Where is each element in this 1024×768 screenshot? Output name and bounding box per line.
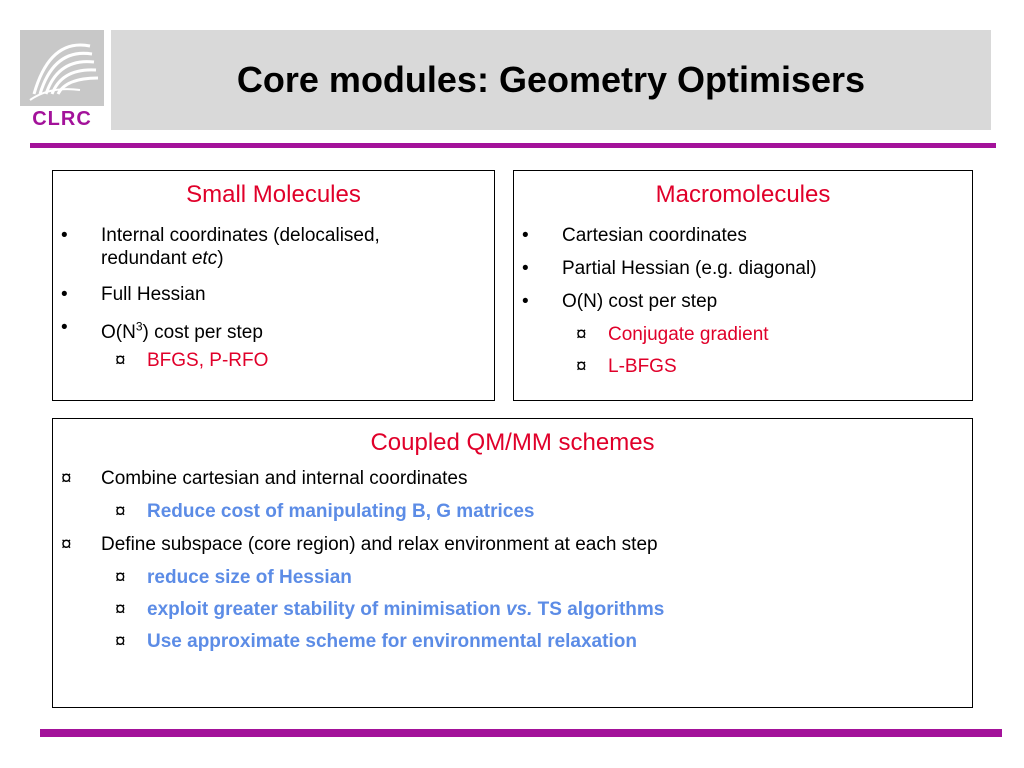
slide-title: Core modules: Geometry Optimisers [236, 59, 866, 100]
sub-bullet-icon: ¤ [115, 631, 126, 652]
list-item: • Partial Hessian (e.g. diagonal) [522, 257, 817, 280]
sub-bullet-icon: ¤ [61, 534, 72, 555]
qmmm-box: Coupled QM/MM schemes ¤ Combine cartesia… [52, 418, 973, 708]
item-text: Partial Hessian (e.g. diagonal) [562, 258, 817, 279]
item-text: Conjugate gradient [608, 324, 769, 345]
sub-bullet-icon: ¤ [115, 567, 126, 588]
item-text-italic: etc [191, 248, 218, 269]
sub-list-item: ¤ Conjugate gradient [576, 323, 769, 346]
list-item: • Cartesian coordinates [522, 224, 747, 247]
item-text: ) [217, 248, 224, 269]
item-text: Reduce cost of manipulating B, G matrice… [147, 501, 535, 522]
sub-list-item: ¤ BFGS, P-RFO [115, 349, 268, 372]
item-text: Use approximate scheme for environmental… [147, 631, 637, 652]
list-item: ¤ Combine cartesian and internal coordin… [61, 467, 468, 490]
sub-bullet-icon: ¤ [576, 356, 587, 377]
item-text-italic: vs. [505, 599, 533, 620]
clrc-logo-icon [20, 30, 104, 106]
bullet-icon: • [522, 258, 529, 279]
sub-list-item: ¤ reduce size of Hessian [115, 566, 352, 589]
item-text: TS algorithms [532, 599, 665, 620]
logo-text: CLRC [32, 108, 92, 130]
item-text: Internal coordinates (delocalised, [101, 225, 380, 246]
sub-bullet-icon: ¤ [115, 501, 126, 522]
sub-bullet-icon: ¤ [576, 324, 587, 345]
top-divider [30, 143, 996, 148]
item-text: L-BFGS [608, 356, 677, 377]
item-text: Full Hessian [101, 284, 206, 305]
superscript: 3 [135, 320, 143, 334]
sub-list-item: ¤ exploit greater stability of minimisat… [115, 598, 664, 621]
bullet-icon: • [61, 225, 68, 246]
item-text: BFGS, P-RFO [147, 350, 269, 371]
item-text: Combine cartesian and internal coordinat… [101, 468, 468, 489]
clrc-logo: CLRC [20, 30, 104, 130]
item-text: O(N) cost per step [562, 291, 718, 312]
list-item: • O(N) cost per step [522, 290, 717, 313]
list-item: • O(N3) cost per step [61, 316, 263, 344]
macromolecules-heading: Macromolecules [655, 181, 831, 208]
small-molecules-heading: Small Molecules [186, 181, 361, 208]
item-text: redundant [101, 248, 192, 269]
title-bar: Core modules: Geometry Optimisers [111, 30, 991, 130]
bullet-icon: • [522, 225, 529, 246]
small-molecules-box: Small Molecules • Internal coordinates (… [52, 170, 495, 401]
list-item: ¤ Define subspace (core region) and rela… [61, 533, 658, 556]
sub-bullet-icon: ¤ [115, 350, 126, 371]
bullet-icon: • [522, 291, 529, 312]
sub-list-item: ¤ Reduce cost of manipulating B, G matri… [115, 500, 534, 523]
item-text: exploit greater stability of minimisatio… [147, 599, 506, 620]
macromolecules-box: Macromolecules • Cartesian coordinates •… [513, 170, 973, 401]
list-item: • Full Hessian [61, 283, 206, 306]
list-item: • Internal coordinates (delocalised, red… [61, 224, 481, 270]
bullet-icon: • [61, 317, 68, 338]
item-text: reduce size of Hessian [147, 567, 352, 588]
item-text: ) cost per step [142, 322, 263, 344]
sub-list-item: ¤ L-BFGS [576, 355, 677, 378]
item-text: O(N [101, 322, 136, 344]
sub-list-item: ¤ Use approximate scheme for environment… [115, 630, 637, 653]
bottom-divider [40, 729, 1002, 737]
sub-bullet-icon: ¤ [115, 599, 126, 620]
bullet-icon: • [61, 284, 68, 305]
item-text: Cartesian coordinates [562, 225, 747, 246]
item-text: Define subspace (core region) and relax … [101, 534, 658, 555]
qmmm-heading: Coupled QM/MM schemes [370, 429, 655, 456]
sub-bullet-icon: ¤ [61, 468, 72, 489]
